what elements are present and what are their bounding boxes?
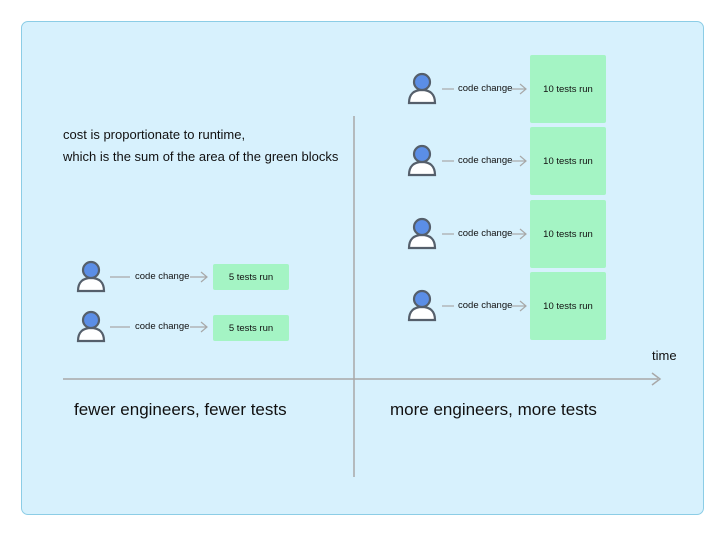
tests-run-block: 10 tests run — [530, 55, 606, 123]
tests-run-block: 5 tests run — [213, 315, 289, 341]
user-icon — [407, 217, 437, 250]
time-axis-label: time — [652, 348, 677, 363]
code-change-label: code change — [135, 321, 190, 332]
code-change-label: code change — [458, 300, 513, 311]
code-change-label: code change — [458, 155, 513, 166]
user-icon — [407, 289, 437, 322]
cost-note-line-1: cost is proportionate to runtime, — [63, 127, 246, 142]
code-change-label: code change — [458, 83, 513, 94]
right-caption: more engineers, more tests — [390, 400, 597, 419]
user-icon — [407, 144, 437, 177]
code-change-label: code change — [135, 271, 190, 282]
tests-run-block: 10 tests run — [530, 200, 606, 268]
user-icon — [76, 260, 106, 293]
tests-run-block: 10 tests run — [530, 272, 606, 340]
code-change-label: code change — [458, 228, 513, 239]
tests-run-block: 10 tests run — [530, 127, 606, 195]
user-icon — [76, 310, 106, 343]
cost-note: cost is proportionate to runtime, which … — [63, 124, 338, 168]
user-icon — [407, 72, 437, 105]
tests-run-block: 5 tests run — [213, 264, 289, 290]
left-caption: fewer engineers, fewer tests — [74, 400, 287, 419]
cost-note-line-2: which is the sum of the area of the gree… — [63, 149, 339, 164]
